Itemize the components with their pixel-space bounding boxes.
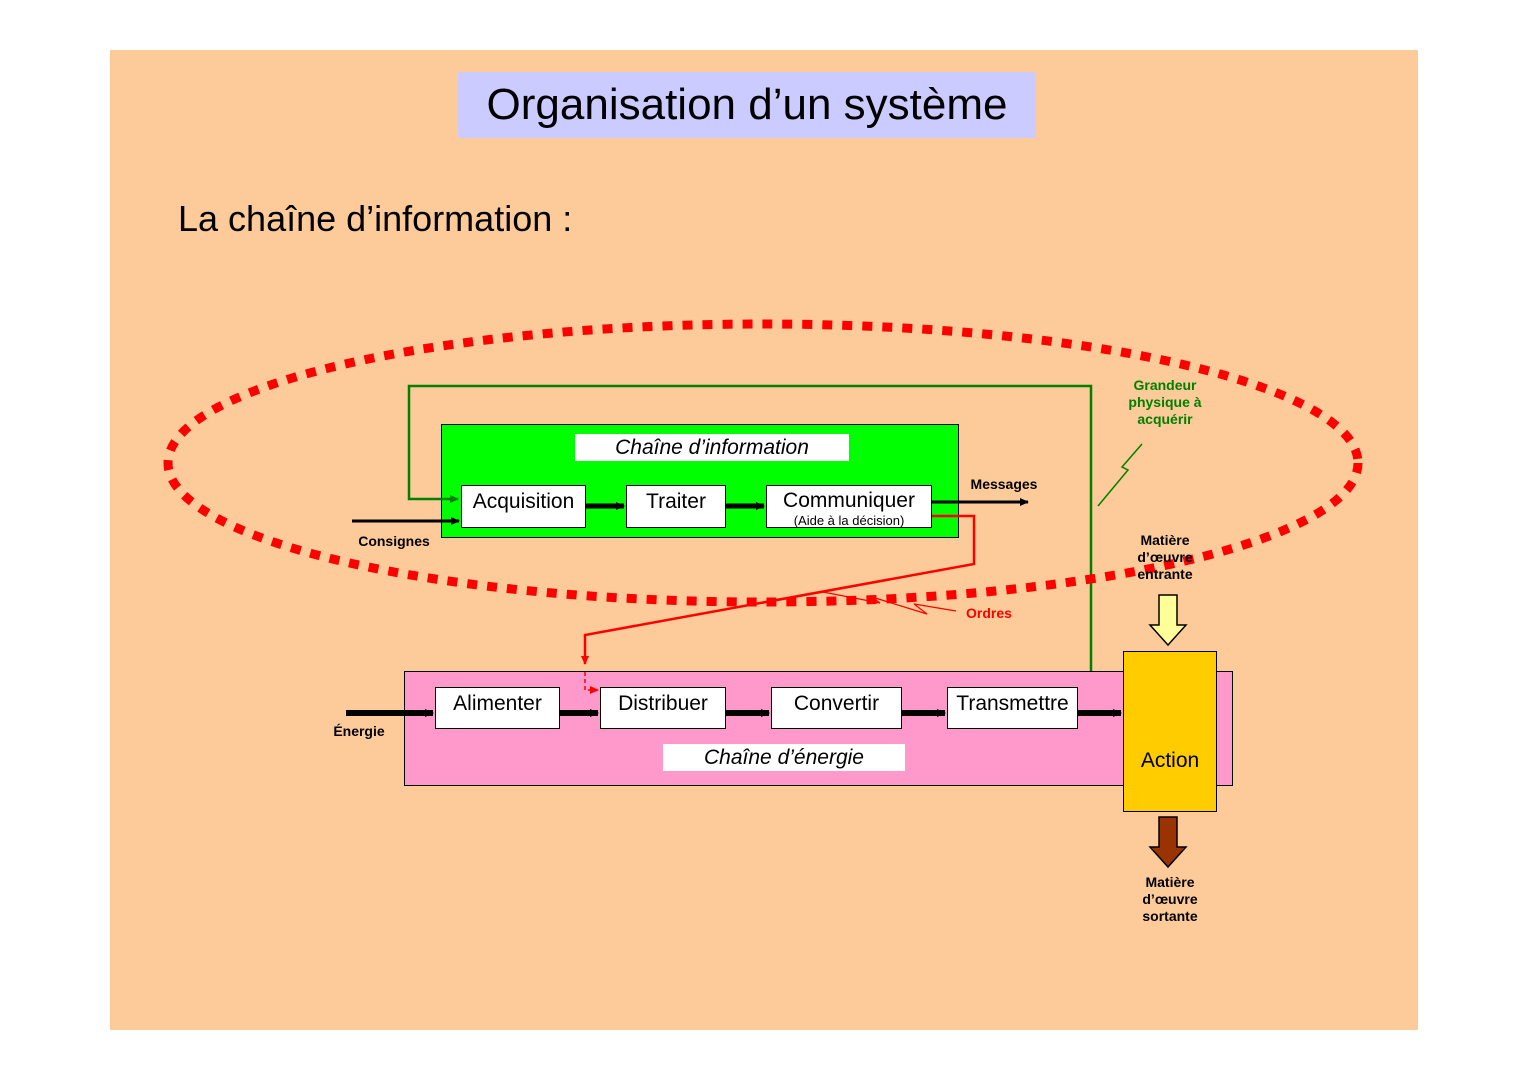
slide-title: Organisation d’un système [458, 72, 1036, 138]
info-chain-title: Chaîne d’information [575, 434, 849, 461]
block-communiquer-note: (Aide à la décision) [793, 513, 905, 528]
slide-subtitle: La chaîne d’information : [178, 198, 573, 239]
slide-background [110, 50, 1418, 1030]
energy-chain-title: Chaîne d’énergie [663, 744, 905, 771]
block-acquisition: Acquisition [461, 485, 586, 528]
block-convertir: Convertir [771, 687, 902, 729]
label-matiere-sortante: Matière d’œuvre sortante [1142, 874, 1198, 924]
block-alimenter: Alimenter [435, 687, 560, 729]
block-distribuer: Distribuer [600, 687, 726, 729]
label-matiere-entrante: Matière d’œuvre entrante [1137, 532, 1193, 582]
block-communiquer-label: Communiquer [783, 489, 915, 512]
label-messages: Messages [970, 476, 1038, 492]
label-grandeur: Grandeur physique à acquérir [1128, 377, 1202, 427]
block-communiquer: Communiquer (Aide à la décision) [766, 485, 932, 528]
block-traiter: Traiter [626, 485, 726, 528]
label-consignes: Consignes [358, 533, 430, 549]
block-transmettre: Transmettre [947, 687, 1078, 729]
label-energie: Énergie [333, 723, 385, 739]
block-action: Action [1123, 651, 1217, 812]
label-ordres: Ordres [966, 605, 1012, 621]
